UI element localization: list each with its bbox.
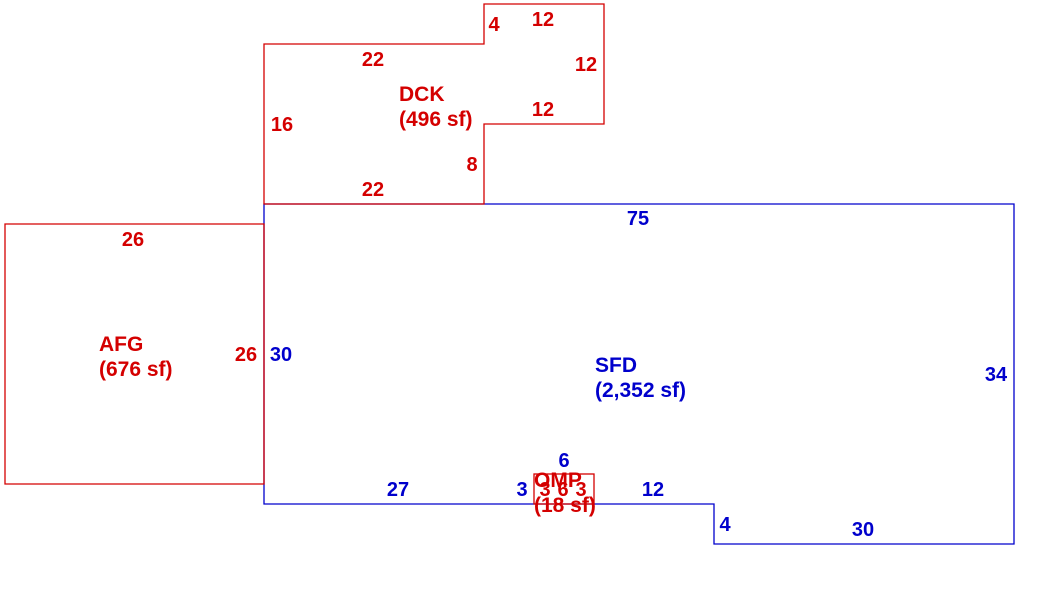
omp-area: (18 sf) [534, 494, 596, 517]
omp-dim-right: 3 [575, 479, 586, 501]
dck-dim-bottom: 22 [362, 179, 384, 201]
omp-code: OMP [534, 469, 582, 492]
dck-outline [263, 3, 605, 205]
sfd-dim-bottom-mid: 12 [642, 479, 664, 501]
sfd-outline [263, 203, 1015, 545]
afg-area: (676 sf) [99, 358, 173, 381]
sfd-dim-left: 30 [270, 344, 292, 366]
afg-dim-top: 26 [122, 229, 144, 251]
omp-dim-bottom: 6 [557, 479, 568, 501]
afg-outline [4, 223, 265, 485]
dck-dim-left: 16 [271, 114, 293, 136]
dck-dim-inner-vertical: 8 [466, 154, 477, 176]
sfd-dim-top: 75 [627, 208, 649, 230]
sfd-code: SFD [595, 354, 637, 377]
dck-dim-ext-top: 12 [532, 9, 554, 31]
dck-code: DCK [399, 83, 445, 106]
sfd-dim-notch-left: 3 [516, 479, 527, 501]
afg-code: AFG [99, 333, 143, 356]
afg-dim-right: 26 [235, 344, 257, 366]
dck-dim-ext-right: 12 [575, 54, 597, 76]
sfd-dim-bottom-right: 30 [852, 519, 874, 541]
dck-dim-ext-bottom: 12 [532, 99, 554, 121]
omp-dim-left: 3 [539, 479, 550, 501]
sfd-dim-bottom-left: 27 [387, 479, 409, 501]
omp-outline [533, 473, 595, 505]
dck-area: (496 sf) [399, 108, 473, 131]
dck-dim-top: 22 [362, 49, 384, 71]
sfd-dim-step: 4 [719, 514, 731, 536]
sfd-dim-right: 34 [985, 364, 1008, 386]
sfd-area: (2,352 sf) [595, 379, 686, 402]
sfd-dim-notch-top: 6 [558, 450, 569, 472]
dck-dim-step-top: 4 [488, 14, 500, 36]
